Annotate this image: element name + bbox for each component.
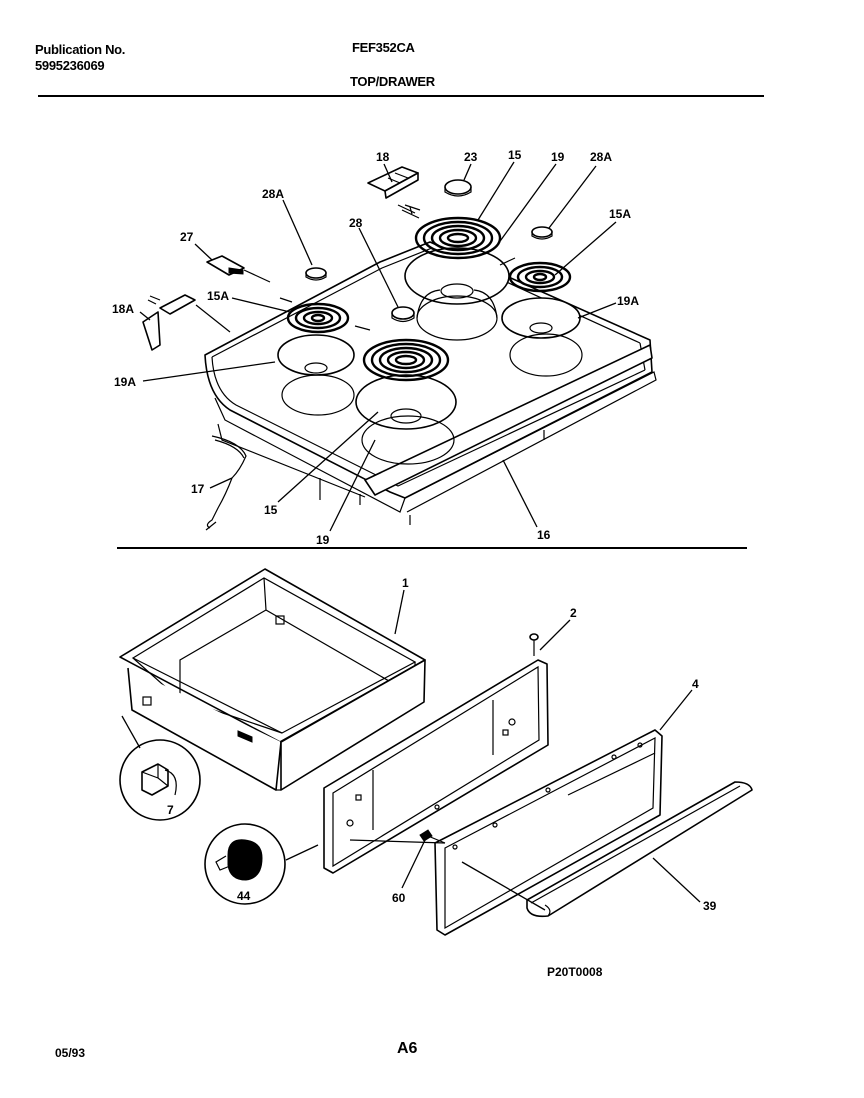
callout-15a-left: 15A [207, 289, 229, 303]
inset-part-44 [204, 823, 319, 905]
callout-19-top: 19 [551, 150, 565, 164]
inset-part-7 [119, 715, 201, 821]
leader-lines-top [139, 161, 617, 532]
small-parts-top [142, 166, 553, 531]
callout-60: 60 [392, 891, 406, 905]
callout-28: 28 [349, 216, 363, 230]
callout-44: 44 [237, 889, 251, 903]
surface-elements [279, 204, 572, 382]
screw-60 [419, 829, 446, 844]
leader-lines-bottom [349, 589, 701, 911]
publication-number: 5995236069 [35, 58, 105, 73]
callout-4: 4 [692, 677, 699, 691]
drawer-back-panel [323, 633, 549, 874]
callout-2: 2 [570, 606, 577, 620]
callout-19a-left: 19A [114, 375, 136, 389]
footer-page: A6 [397, 1040, 418, 1057]
callout-19-bottom: 19 [316, 533, 330, 547]
callout-19a-right: 19A [617, 294, 639, 308]
model-number: FEF352CA [352, 40, 415, 55]
drawer-body [119, 568, 426, 791]
callout-28a-right: 28A [590, 150, 612, 164]
callout-23: 23 [464, 150, 478, 164]
callout-27: 27 [180, 230, 194, 244]
drip-bowls [277, 247, 583, 465]
callout-39: 39 [703, 899, 717, 913]
section-divider [117, 547, 747, 549]
callout-17: 17 [191, 482, 205, 496]
footer-date: 05/93 [55, 1046, 86, 1060]
callout-18: 18 [376, 150, 390, 164]
callout-16: 16 [537, 528, 551, 542]
callout-7: 7 [167, 803, 174, 817]
callout-15-bottom: 15 [264, 503, 278, 517]
callout-15-top: 15 [508, 148, 522, 162]
callout-labels: 18 23 15 19 28A 15A 19A 28A 28 27 18A 15… [112, 148, 717, 913]
drawer-front-panel [434, 729, 663, 936]
drawer-handle-trim [526, 781, 753, 918]
callout-28a-left: 28A [262, 187, 284, 201]
callout-1: 1 [402, 576, 409, 590]
section-title: TOP/DRAWER [350, 74, 435, 89]
header-rule [38, 95, 764, 97]
callout-18a: 18A [112, 302, 134, 316]
publication-label: Publication No. [35, 42, 126, 57]
callout-15a-right: 15A [609, 207, 631, 221]
drawing-code: P20T0008 [547, 965, 603, 979]
